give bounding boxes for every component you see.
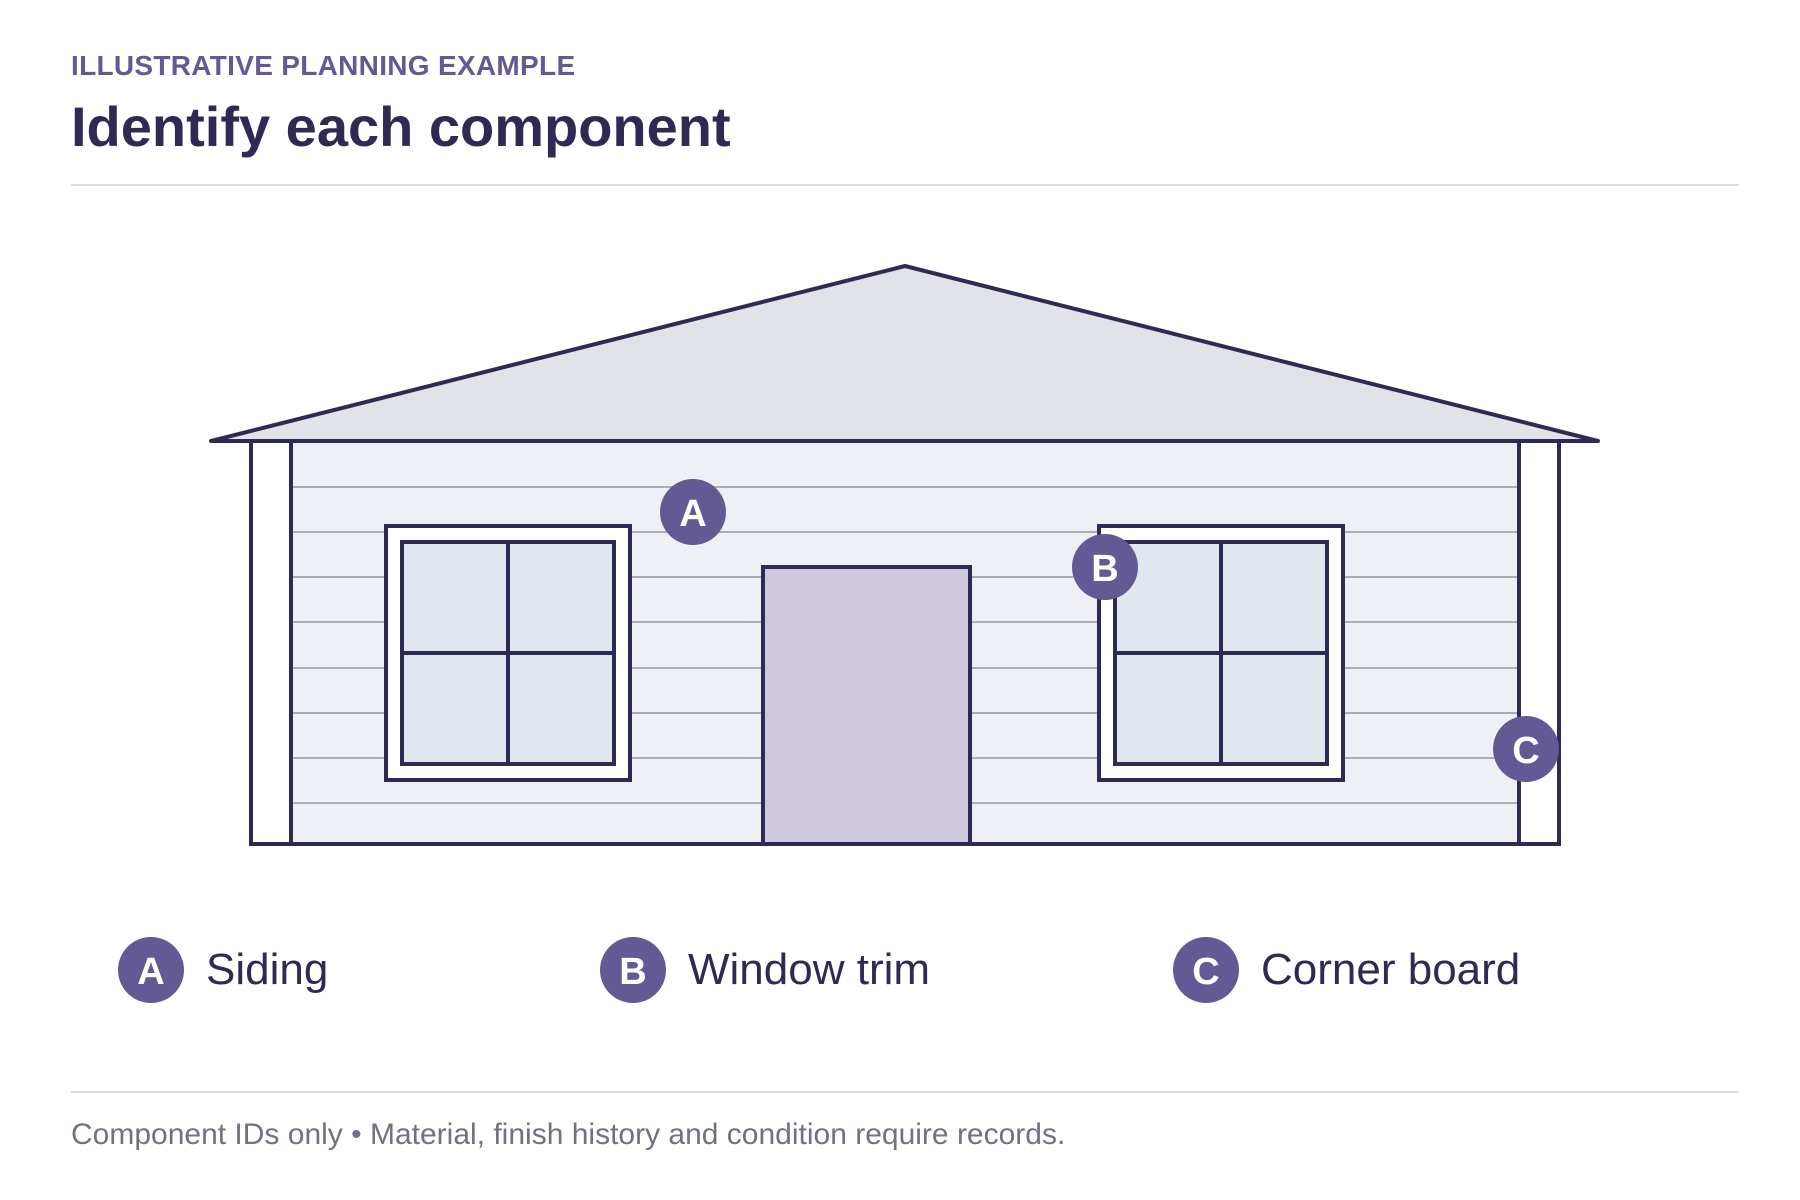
- roof: [209, 264, 1600, 443]
- corner-board-right: [1517, 439, 1561, 846]
- svg-text:B: B: [619, 951, 646, 993]
- legend-badge-b: B: [600, 937, 666, 1003]
- callout-badge-b: B: [1072, 534, 1138, 600]
- top-divider: [71, 184, 1739, 186]
- footnote: Component IDs only • Material, finish hi…: [71, 1118, 1066, 1151]
- eyebrow-label: ILLUSTRATIVE PLANNING EXAMPLE: [71, 50, 576, 81]
- corner-board-left: [249, 439, 293, 846]
- bottom-divider: [71, 1091, 1739, 1093]
- callout-badge-a: A: [660, 479, 726, 545]
- legend-label-window-trim: Window trim: [688, 945, 931, 994]
- svg-text:C: C: [1192, 951, 1219, 993]
- window-right: [1097, 524, 1345, 782]
- window-left: [384, 524, 632, 782]
- page-title: Identify each component: [71, 95, 731, 158]
- door: [761, 565, 972, 846]
- svg-text:A: A: [137, 951, 164, 993]
- callout-badge-c: C: [1493, 716, 1559, 782]
- legend-badge-c: C: [1173, 937, 1239, 1003]
- legend-label-corner-board: Corner board: [1261, 945, 1521, 994]
- svg-text:B: B: [1091, 548, 1118, 590]
- svg-text:A: A: [679, 493, 706, 535]
- legend-label-siding: Siding: [206, 945, 329, 994]
- svg-text:C: C: [1512, 730, 1539, 772]
- legend-badge-a: A: [118, 937, 184, 1003]
